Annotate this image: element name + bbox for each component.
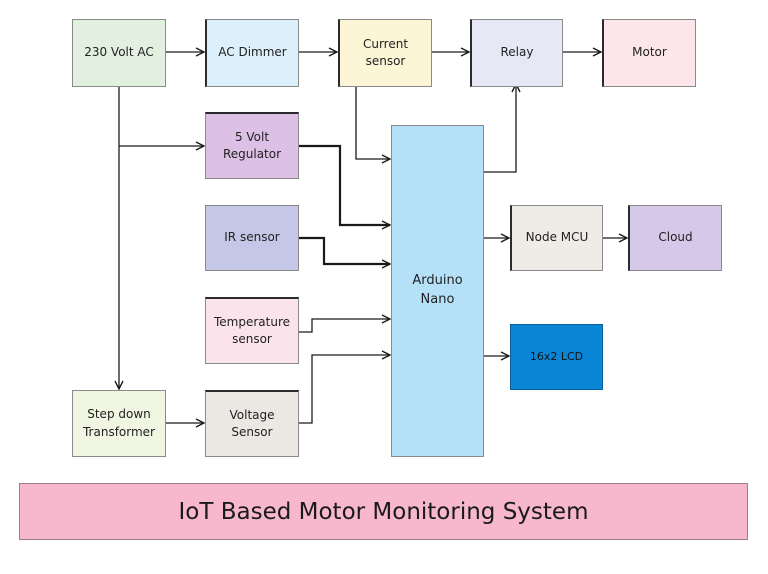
block-step-down-transformer: Step down Transformer [72, 390, 166, 457]
block-230v-ac: 230 Volt AC [72, 19, 166, 87]
block-ir-sensor: IR sensor [205, 205, 299, 271]
block-5v-regulator: 5 Volt Regulator [205, 112, 299, 179]
block-16x2-lcd: 16x2 LCD [510, 324, 603, 390]
arrow-current-to-arduino [355, 87, 390, 159]
block-node-mcu: Node MCU [510, 205, 603, 271]
block-ac-dimmer: AC Dimmer [205, 19, 299, 87]
block-arduino-nano: Arduino Nano [391, 125, 484, 457]
arrow-regulator-to-arduino [299, 144, 390, 225]
block-temperature-sensor: Temperature sensor [205, 297, 299, 364]
block-current-sensor: Current sensor [338, 19, 432, 87]
arrow-arduino-to-relay [484, 84, 516, 173]
arrow-temperature-to-arduino [299, 319, 390, 333]
block-cloud: Cloud [628, 205, 722, 271]
arrow-ir-to-arduino [299, 236, 390, 264]
diagram-title: IoT Based Motor Monitoring System [19, 483, 748, 540]
block-motor: Motor [602, 19, 696, 87]
block-voltage-sensor: Voltage Sensor [205, 390, 299, 457]
arrow-voltage-to-arduino [299, 355, 390, 424]
block-relay: Relay [470, 19, 563, 87]
